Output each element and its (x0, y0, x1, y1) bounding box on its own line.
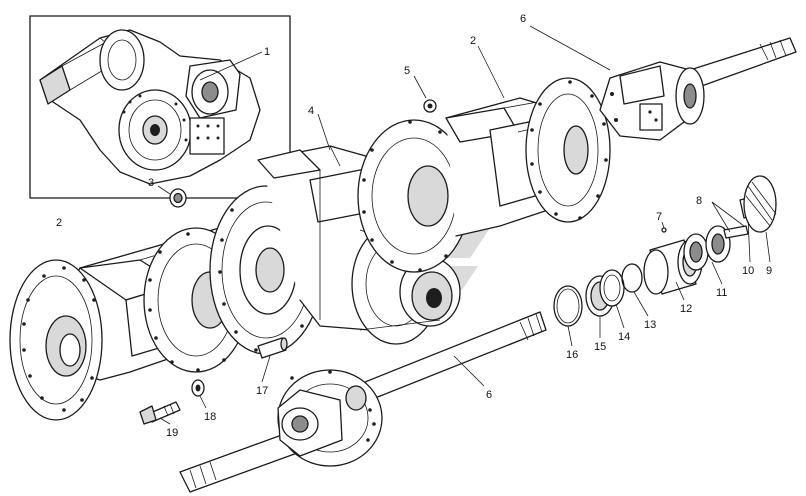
callout-15: 15 (594, 341, 606, 353)
half-shaft-upper (529, 25, 797, 141)
callout-7: 7 (656, 211, 662, 223)
assembled-axle-inset (29, 15, 291, 199)
callout-3: 3 (148, 177, 154, 189)
callout-11: 11 (716, 287, 727, 299)
callout-8: 8 (696, 195, 702, 207)
callout-12: 12 (680, 303, 692, 315)
callout-6: 6 (520, 13, 526, 25)
callout-18: 18 (204, 411, 216, 423)
callout-19: 19 (166, 427, 178, 439)
half-shaft-lower (179, 311, 547, 493)
callout-10: 10 (742, 265, 754, 277)
callout-5: 5 (404, 65, 410, 77)
callout-labels: 1 2 2 3 4 5 6 6 7 8 9 10 11 12 13 14 15 … (56, 13, 772, 439)
callout-14: 14 (618, 331, 630, 343)
callout-2: 2 (470, 35, 476, 47)
axle-housing-right (357, 45, 611, 273)
callout-4: 4 (308, 105, 314, 117)
callout-13: 13 (644, 319, 656, 331)
callout-17: 17 (256, 385, 268, 397)
callout-16: 16 (566, 349, 578, 361)
callout-6: 6 (486, 389, 492, 401)
callout-2: 2 (56, 217, 62, 229)
callout-9: 9 (766, 265, 772, 277)
callout-1: 1 (264, 46, 270, 58)
small-parts (139, 75, 777, 425)
